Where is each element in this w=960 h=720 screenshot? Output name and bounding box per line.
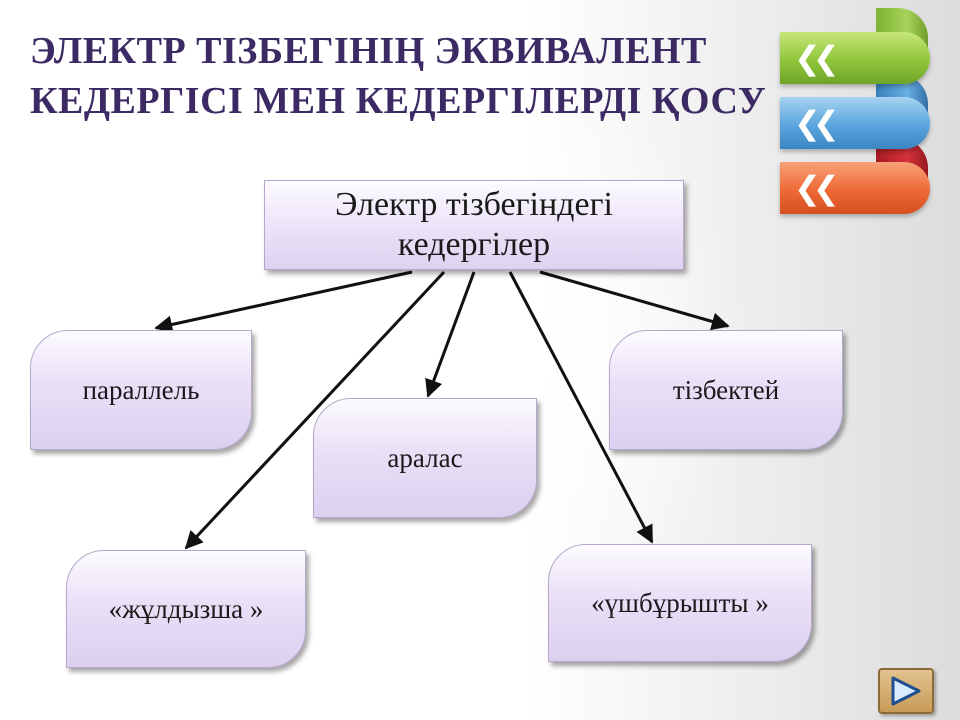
arrow-to-mixed <box>425 271 476 398</box>
arrow-to-parallel <box>154 270 413 334</box>
ribbon-orange: ❮❮ <box>780 162 930 214</box>
double-chevron-left-icon: ❮❮ <box>794 39 840 77</box>
node-parallel-label: параллель <box>82 375 200 405</box>
node-star: «жұлдызша » <box>66 550 306 668</box>
node-parallel: параллель <box>30 330 252 450</box>
ribbon-blue: ❮❮ <box>780 97 930 149</box>
node-mixed: аралас <box>313 398 537 518</box>
double-chevron-left-icon: ❮❮ <box>794 169 840 207</box>
next-slide-button[interactable] <box>878 668 934 714</box>
node-series: тізбектей <box>609 330 843 450</box>
node-triangle: «үшбұрышты » <box>548 544 812 662</box>
slide-title-line-2: КЕДЕРГІСІ МЕН КЕДЕРГІЛЕРДІ ҚОСУ <box>30 80 767 122</box>
slide-title: ЭЛЕКТР ТІЗБЕГІНІҢ ЭКВИВАЛЕНТ КЕДЕРГІСІ М… <box>30 26 810 126</box>
arrow-to-series <box>539 270 730 331</box>
ribbon-green: ❮❮ <box>780 32 930 84</box>
node-star-label: «жұлдызша » <box>108 594 264 624</box>
root-node-label: Электр тізбегіндегі кедергілер <box>335 186 613 263</box>
node-triangle-label: «үшбұрышты » <box>591 588 769 618</box>
node-series-label: тізбектей <box>672 375 780 405</box>
root-node-resistances: Электр тізбегіндегі кедергілер <box>264 180 684 270</box>
slide-title-line-1: ЭЛЕКТР ТІЗБЕГІНІҢ ЭКВИВАЛЕНТ <box>30 30 707 72</box>
node-mixed-label: аралас <box>387 443 463 473</box>
double-chevron-left-icon: ❮❮ <box>794 104 840 142</box>
play-triangle-icon <box>891 676 921 706</box>
